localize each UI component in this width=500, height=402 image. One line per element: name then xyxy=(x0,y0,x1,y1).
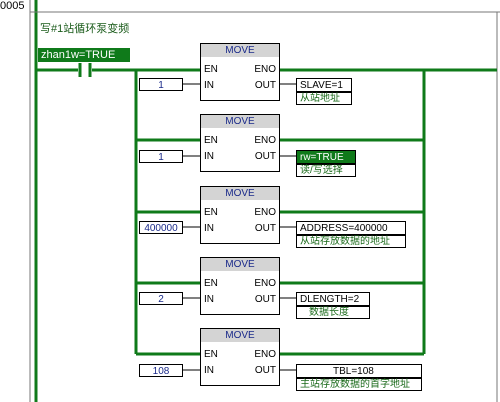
block-title: MOVE xyxy=(201,329,279,342)
network-number: 0005 xyxy=(0,0,25,12)
rung-comment[interactable]: 写#1站循环泵变频 xyxy=(40,23,130,35)
in-pin-label: IN xyxy=(204,294,214,305)
en-pin-label: EN xyxy=(204,278,218,289)
out-operand[interactable]: SLAVE=1 xyxy=(296,78,352,92)
block-title: MOVE xyxy=(201,258,279,271)
move-block[interactable]: MOVE EN ENO IN OUT xyxy=(200,257,280,315)
in-operand[interactable]: 108 xyxy=(139,364,183,377)
out-operand[interactable]: rw=TRUE xyxy=(296,150,356,164)
in-pin-label: IN xyxy=(204,151,214,162)
out-pin-label: OUT xyxy=(254,80,276,91)
eno-pin-label: ENO xyxy=(254,349,276,360)
eno-pin-label: ENO xyxy=(254,64,276,75)
in-pin-label: IN xyxy=(204,80,214,91)
en-pin-label: EN xyxy=(204,349,218,360)
out-pin-label: OUT xyxy=(254,223,276,234)
in-pin-label: IN xyxy=(204,223,214,234)
in-operand[interactable]: 1 xyxy=(139,78,183,91)
out-operand[interactable]: ADDRESS=400000 xyxy=(296,221,406,235)
en-pin-label: EN xyxy=(204,207,218,218)
out-operand[interactable]: DLENGTH=2 xyxy=(296,292,370,306)
move-block[interactable]: MOVE EN ENO IN OUT xyxy=(200,328,280,386)
en-pin-label: EN xyxy=(204,135,218,146)
out-operand-comment: 从站地址 xyxy=(296,92,352,105)
eno-pin-label: ENO xyxy=(254,207,276,218)
out-operand[interactable]: TBL=108 xyxy=(296,364,422,378)
block-title: MOVE xyxy=(201,44,279,57)
eno-pin-label: ENO xyxy=(254,135,276,146)
out-operand-comment: 主站存放数据的首字地址 xyxy=(296,378,422,391)
move-block[interactable]: MOVE EN ENO IN OUT xyxy=(200,43,280,101)
out-pin-label: OUT xyxy=(254,365,276,376)
out-operand-comment: 数据长度 xyxy=(296,306,370,319)
out-pin-label: OUT xyxy=(254,151,276,162)
move-block[interactable]: MOVE EN ENO IN OUT xyxy=(200,186,280,244)
eno-pin-label: ENO xyxy=(254,278,276,289)
in-operand[interactable]: 1 xyxy=(139,150,183,163)
move-block[interactable]: MOVE EN ENO IN OUT xyxy=(200,114,280,172)
out-pin-label: OUT xyxy=(254,294,276,305)
contact-label[interactable]: zhan1w=TRUE xyxy=(38,48,130,62)
in-operand[interactable]: 400000 xyxy=(139,221,183,234)
in-operand[interactable]: 2 xyxy=(139,292,183,305)
block-title: MOVE xyxy=(201,187,279,200)
out-operand-comment: 从站存放数据的地址 xyxy=(296,235,406,248)
out-operand-comment: 读/写选择 xyxy=(296,164,356,177)
en-pin-label: EN xyxy=(204,64,218,75)
block-title: MOVE xyxy=(201,115,279,128)
in-pin-label: IN xyxy=(204,365,214,376)
